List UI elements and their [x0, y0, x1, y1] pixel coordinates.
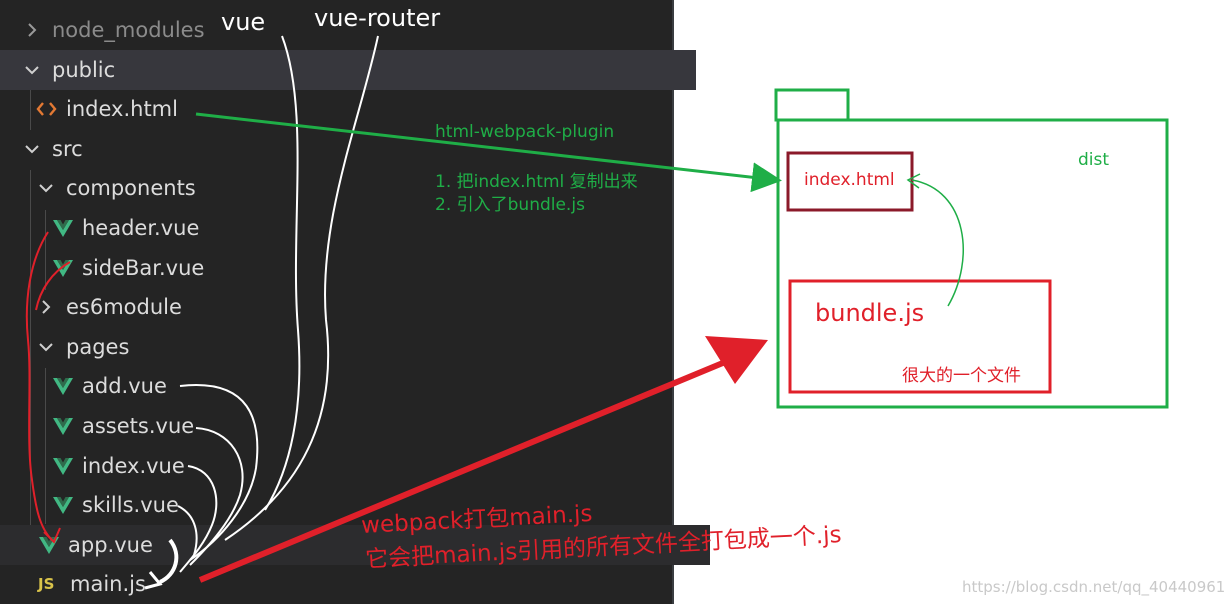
tree-file-app-vue[interactable]: app.vue: [0, 525, 710, 565]
step1-label: 1. 把index.html 复制出来: [435, 172, 638, 192]
plugin-label: html-webpack-plugin: [435, 122, 615, 142]
dist-folder-tab: [774, 88, 850, 122]
chevron-down-icon: [24, 62, 40, 78]
vue-file-icon: [52, 218, 74, 238]
tree-folder-node-modules[interactable]: node_modules: [0, 10, 696, 50]
assets-vue-stroke: [189, 427, 244, 566]
dist-label: dist: [1078, 150, 1110, 170]
tree-file-index-html[interactable]: index.html: [0, 89, 708, 129]
add-vue-stroke: [179, 384, 259, 561]
vue-router-label: vue-router: [314, 4, 441, 32]
bundle-arrow-head: [705, 336, 768, 384]
tree-item-label: public: [52, 58, 116, 82]
components-bracket-stroke: [25, 231, 53, 541]
vue-router-dependency-stroke: [224, 35, 379, 541]
html-file-icon: [36, 99, 58, 119]
chevron-down-icon: [38, 180, 54, 196]
tree-file-header-vue[interactable]: header.vue: [0, 208, 724, 248]
vue-file-icon: [52, 376, 74, 396]
skills-vue-stroke: [177, 505, 198, 556]
file-explorer: node_modules public index.html src compo…: [0, 0, 710, 604]
bundle-note: 很大的一个文件: [902, 366, 1021, 386]
dist-folder-box: [776, 118, 1169, 409]
tree-file-add-vue[interactable]: add.vue: [0, 366, 724, 406]
tree-item-label: header.vue: [82, 216, 200, 240]
chevron-right-icon: [24, 22, 40, 38]
tree-item-label: main.js: [70, 572, 146, 596]
tree-item-label: index.html: [66, 97, 178, 121]
tree-item-label: components: [66, 176, 196, 200]
tree-folder-components[interactable]: components: [0, 168, 710, 208]
copy-index-arrow: [195, 112, 782, 193]
tree-item-label: node_modules: [52, 18, 205, 42]
vue-file-icon: [52, 456, 74, 476]
bundle-box: [788, 279, 1052, 394]
tree-file-main-js[interactable]: JS main.js: [0, 564, 710, 604]
bundle-label: bundle.js: [815, 299, 925, 327]
vue-label: vue: [221, 8, 266, 36]
tree-file-assets-vue[interactable]: assets.vue: [0, 406, 724, 446]
tree-folder-es6module[interactable]: es6module: [0, 287, 710, 327]
index-vue-stroke: [179, 465, 218, 573]
vue-dependency-stroke: [264, 35, 301, 511]
indent-guide: [30, 90, 31, 130]
indent-guide: [45, 368, 46, 524]
tree-item-label: index.vue: [82, 454, 185, 478]
chevron-down-icon: [38, 339, 54, 355]
vue-file-icon: [52, 416, 74, 436]
bundle-include-arrow: [911, 179, 964, 307]
tree-item-label: add.vue: [82, 374, 167, 398]
dist-index-box: [786, 151, 914, 212]
app-vue-curved-arrow: [159, 538, 179, 584]
indent-guide: [45, 210, 46, 290]
tree-item-label: skills.vue: [82, 493, 179, 517]
tree-item-label: pages: [66, 335, 130, 359]
indent-guide: [30, 170, 31, 530]
tree-file-sidebar-vue[interactable]: sideBar.vue: [0, 248, 724, 288]
tree-item-label: src: [52, 137, 83, 161]
step2-label: 2. 引入了bundle.js: [435, 195, 585, 215]
vue-file-icon: [52, 495, 74, 515]
tree-item-label: es6module: [66, 295, 182, 319]
js-file-icon: JS: [38, 575, 55, 593]
chevron-down-icon: [24, 141, 40, 157]
dist-index-label: index.html: [804, 170, 895, 190]
tree-item-label: app.vue: [68, 533, 153, 557]
tree-item-label: sideBar.vue: [82, 256, 205, 280]
tree-folder-src[interactable]: src: [0, 129, 696, 169]
tree-file-index-vue[interactable]: index.vue: [0, 446, 724, 486]
chevron-right-icon: [38, 299, 54, 315]
tree-file-skills-vue[interactable]: skills.vue: [0, 485, 724, 525]
tree-folder-pages[interactable]: pages: [0, 327, 710, 367]
tree-item-label: assets.vue: [82, 414, 195, 438]
bundle-arrow-shaft: [198, 357, 732, 583]
watermark: https://blog.csdn.net/qq_40440961: [962, 578, 1225, 596]
tree-folder-public[interactable]: public: [0, 50, 696, 90]
